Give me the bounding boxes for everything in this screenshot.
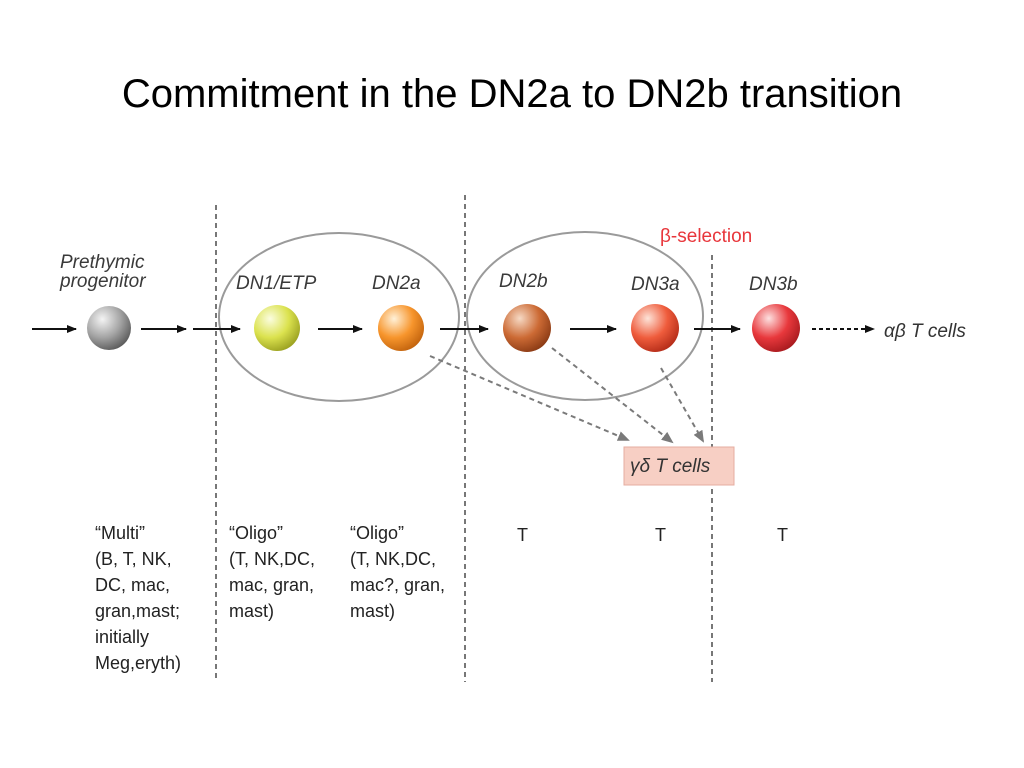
- dn1-etp-cell: [254, 305, 300, 351]
- arrow-dn3a-to-gd: [660, 367, 704, 443]
- potential-oligo-dn2a: “Oligo” (T, NK,DC, mac?, gran, mast): [350, 523, 446, 621]
- dn2a-label: DN2a: [372, 273, 421, 294]
- arrow-dn2b-to-gd: [551, 347, 674, 444]
- potential-t-dn3b: T: [777, 525, 788, 545]
- potential-multi: “Multi” (B, T, NK, DC, mac, gran,mast; i…: [95, 523, 182, 673]
- dn2b-label: DN2b: [499, 271, 548, 292]
- dn2b-cell: [503, 304, 551, 352]
- dn2b-dn3a-group-ellipse: [466, 231, 704, 401]
- prethymic-label: Prethymic progenitor: [59, 252, 150, 292]
- arrow-dn2a-to-gd: [429, 355, 630, 441]
- dn3b-cell: [752, 304, 800, 352]
- dn1-dn2a-group-ellipse: [218, 232, 460, 402]
- potential-t-dn2b: T: [517, 525, 528, 545]
- dn3a-label: DN3a: [631, 274, 680, 295]
- beta-selection-label: β-selection: [660, 226, 752, 247]
- dn3b-label: DN3b: [749, 274, 798, 295]
- potential-oligo-dn1: “Oligo” (T, NK,DC, mac, gran, mast): [229, 523, 316, 621]
- dn3a-cell: [631, 304, 679, 352]
- ab-t-cells-label: αβ T cells: [884, 321, 966, 342]
- prethymic-progenitor-cell: [87, 306, 131, 350]
- gd-t-cells-box: [623, 446, 735, 486]
- gd-t-cells-label: γδ T cells: [630, 456, 711, 477]
- dn1-etp-label: DN1/ETP: [236, 273, 317, 294]
- potential-t-dn3a: T: [655, 525, 666, 545]
- dn2a-cell: [378, 305, 424, 351]
- slide-title: Commitment in the DN2a to DN2b transitio…: [121, 72, 903, 116]
